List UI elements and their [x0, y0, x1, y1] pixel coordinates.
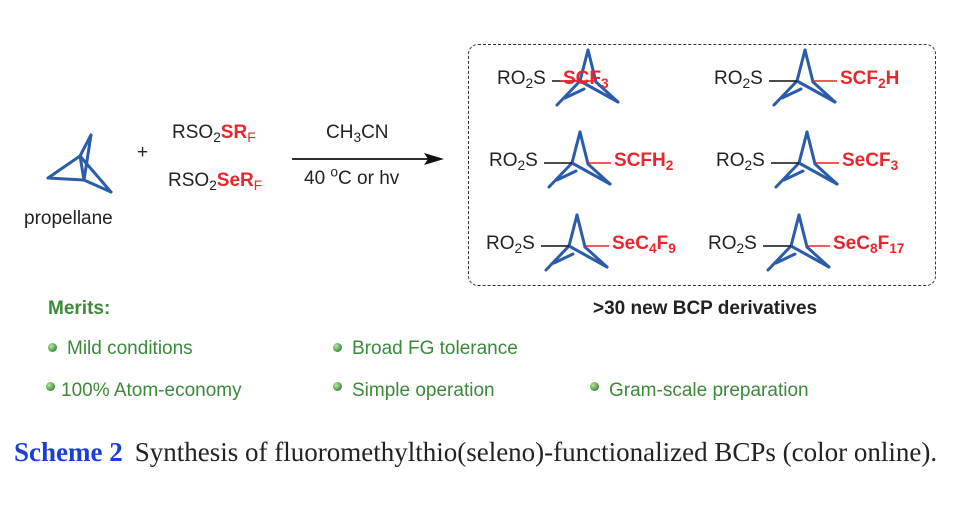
bond-line	[803, 48, 815, 84]
plus-sign: +	[137, 142, 149, 163]
bullet-icon	[590, 382, 599, 391]
bond-line	[797, 213, 809, 249]
fluoroalkyl-group-label: SCF2H	[840, 68, 900, 92]
bond-line	[772, 79, 799, 107]
merit-item: 100% Atom-economy	[46, 380, 242, 402]
products-caption: >30 new BCP derivatives	[593, 298, 818, 319]
bond-line	[594, 80, 620, 104]
bond-line	[567, 213, 579, 248]
bcp-core-icon	[769, 48, 837, 107]
bond-line	[782, 169, 805, 182]
bcp-core-icon	[763, 213, 831, 272]
sulfonyl-group-label: RO2S	[716, 150, 765, 174]
bond-line	[789, 213, 801, 248]
bond-line	[586, 48, 598, 84]
caption-lead: Scheme 2	[14, 437, 123, 467]
bond-line	[797, 161, 839, 186]
product-structure: RO2S SCF2H	[714, 48, 944, 108]
bond-line	[578, 79, 620, 104]
bond-line	[586, 162, 612, 186]
bullet-icon	[48, 343, 57, 352]
bond-line	[813, 162, 839, 186]
sulfonyl-group-label: RO2S	[714, 68, 763, 92]
bond-line	[570, 130, 582, 165]
bond-line	[789, 244, 831, 269]
bond-line	[570, 161, 612, 186]
propellane-label: propellane	[24, 208, 113, 229]
sulfonyl-group-label: RO2S	[497, 68, 546, 92]
figure-caption: Scheme 2 Synthesis of fluoromethylthio(se…	[14, 434, 946, 471]
bond-line	[805, 245, 831, 269]
bullet-icon	[46, 382, 55, 391]
fluoroalkyl-group-label: SCFH2	[614, 150, 674, 174]
sulfonyl-group-label: RO2S	[489, 150, 538, 174]
bond-line	[544, 244, 571, 272]
bond-line	[811, 80, 837, 104]
reaction-arrow-icon	[292, 153, 444, 165]
sulfonyl-group-label: RO2S	[486, 233, 535, 257]
solvent-label: CH3CN	[326, 122, 389, 146]
bond-line	[555, 169, 578, 182]
merit-item: Broad FG tolerance	[333, 338, 518, 360]
bcp-core-icon	[541, 213, 609, 272]
merit-item: Gram-scale preparation	[590, 380, 809, 402]
merit-item: Simple operation	[333, 380, 495, 402]
caption-text: Synthesis of fluoromethylthio(seleno)-fu…	[134, 437, 938, 467]
bond-line	[578, 48, 590, 83]
bcp-core-icon	[544, 130, 612, 189]
bond-line	[555, 79, 582, 107]
sulfonyl-group-label: RO2S	[708, 233, 757, 257]
bond-line	[774, 252, 797, 265]
product-structure: RO2S SeC8F17	[708, 213, 938, 273]
product-structure: RO2S SCFH2	[489, 130, 719, 190]
bond-line	[766, 244, 793, 272]
bond-line	[795, 79, 837, 104]
bond-line	[563, 87, 586, 100]
bullet-icon	[333, 382, 342, 391]
bullet-icon	[333, 343, 342, 352]
bond-line	[575, 213, 587, 249]
bond-line	[578, 130, 590, 166]
product-structure: RO2S SCF3	[497, 48, 727, 108]
bond-line	[780, 87, 803, 100]
merits-title: Merits:	[48, 298, 111, 319]
bond-line	[583, 245, 609, 269]
products-box	[468, 44, 936, 286]
bond-line	[552, 252, 575, 265]
fluoroalkyl-group-label: SeC4F9	[612, 233, 676, 257]
bond-line	[797, 130, 809, 165]
fluoroalkyl-group-label: SCF3	[563, 68, 609, 92]
product-structure: RO2S SeC4F9	[486, 213, 716, 273]
bond-line	[567, 244, 609, 269]
bcp-core-icon	[552, 48, 620, 107]
bond-line	[774, 161, 801, 189]
reagent-thio: RSO2SRF	[172, 122, 256, 146]
bond-line	[805, 130, 817, 166]
propellane-structure-icon	[46, 133, 113, 194]
temperature-label: 40 oC or hv	[304, 164, 400, 189]
fluoroalkyl-group-label: SeCF3	[842, 150, 899, 174]
bond-line	[795, 48, 807, 83]
merit-item: Mild conditions	[48, 338, 193, 360]
product-structure: RO2S SeCF3	[716, 130, 946, 190]
bond-line	[547, 161, 574, 189]
bcp-core-icon	[771, 130, 839, 189]
fluoroalkyl-group-label: SeC8F17	[833, 233, 905, 257]
reagent-seleno: RSO2SeRF	[168, 170, 263, 194]
